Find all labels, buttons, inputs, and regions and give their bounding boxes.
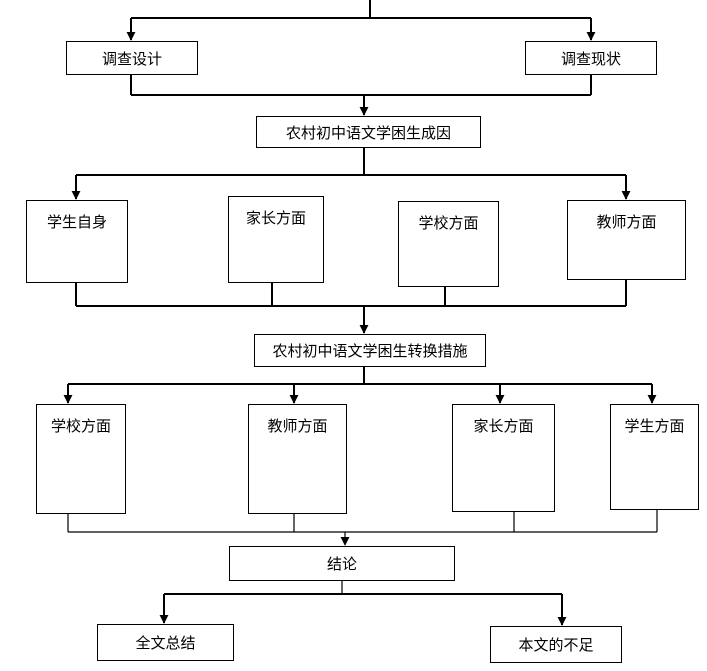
node-cause-parent-label: 家长方面: [245, 209, 306, 227]
node-measures-label: 农村初中语文学困生转换措施: [272, 342, 468, 360]
node-cause-teacher: 教师方面: [567, 200, 686, 280]
node-measure-parent-label: 家长方面: [473, 417, 534, 435]
node-survey-design: 调查设计: [66, 41, 198, 75]
node-survey-status: 调查现状: [525, 41, 657, 75]
node-causes: 农村初中语文学困生成因: [256, 116, 481, 148]
node-cause-school: 学校方面: [398, 201, 499, 287]
node-summary: 全文总结: [97, 624, 234, 661]
node-causes-label: 农村初中语文学困生成因: [285, 123, 451, 142]
node-shortcomings: 本文的不足: [490, 626, 622, 663]
node-survey-status-label: 调查现状: [560, 49, 621, 68]
node-cause-student: 学生自身: [26, 200, 128, 283]
node-measure-school-label: 学校方面: [50, 417, 111, 435]
node-measure-teacher-label: 教师方面: [267, 417, 328, 435]
node-cause-parent: 家长方面: [228, 196, 324, 283]
node-conclusion-label: 结论: [326, 555, 357, 573]
node-measure-school: 学校方面: [36, 404, 126, 514]
node-measure-parent: 家长方面: [452, 404, 555, 512]
node-summary-label: 全文总结: [135, 634, 196, 652]
node-shortcomings-label: 本文的不足: [518, 636, 594, 654]
node-conclusion: 结论: [229, 546, 455, 581]
node-measure-student-label: 学生方面: [624, 417, 685, 435]
node-cause-teacher-label: 教师方面: [596, 213, 657, 231]
node-measure-student: 学生方面: [610, 404, 699, 510]
node-measures: 农村初中语文学困生转换措施: [254, 334, 486, 367]
node-survey-design-label: 调查设计: [101, 49, 162, 68]
node-cause-student-label: 学生自身: [46, 213, 107, 231]
node-measure-teacher: 教师方面: [248, 404, 347, 514]
node-cause-school-label: 学校方面: [418, 214, 479, 232]
